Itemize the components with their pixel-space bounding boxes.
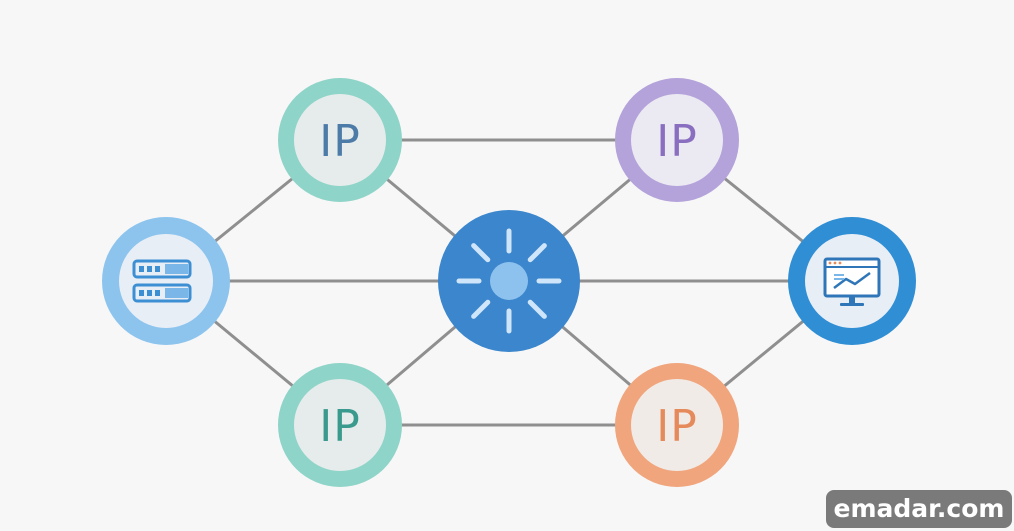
node-inner <box>490 262 528 300</box>
node-ip-bottom-left[interactable]: IP <box>278 363 402 487</box>
node-server[interactable] <box>102 217 230 345</box>
server-rack-icon <box>132 259 192 303</box>
node-inner <box>631 379 723 471</box>
node-label: IP <box>319 401 361 452</box>
node-ip-bottom-right[interactable]: IP <box>615 363 739 487</box>
node-ip-top-left[interactable]: IP <box>278 78 402 202</box>
node-monitor[interactable] <box>788 217 916 345</box>
node-inner <box>119 234 213 328</box>
diagram-nodes: IP IP IP IP <box>102 78 916 487</box>
node-inner <box>294 379 386 471</box>
monitor-chart-icon <box>823 257 881 306</box>
node-inner <box>631 94 723 186</box>
node-ip-top-right[interactable]: IP <box>615 78 739 202</box>
watermark: emadar.com <box>826 490 1012 528</box>
node-inner <box>294 94 386 186</box>
sun-burst-icon <box>456 228 562 334</box>
node-label: IP <box>319 116 361 167</box>
node-label: IP <box>656 401 698 452</box>
node-hub[interactable] <box>438 210 580 352</box>
node-label: IP <box>656 116 698 167</box>
